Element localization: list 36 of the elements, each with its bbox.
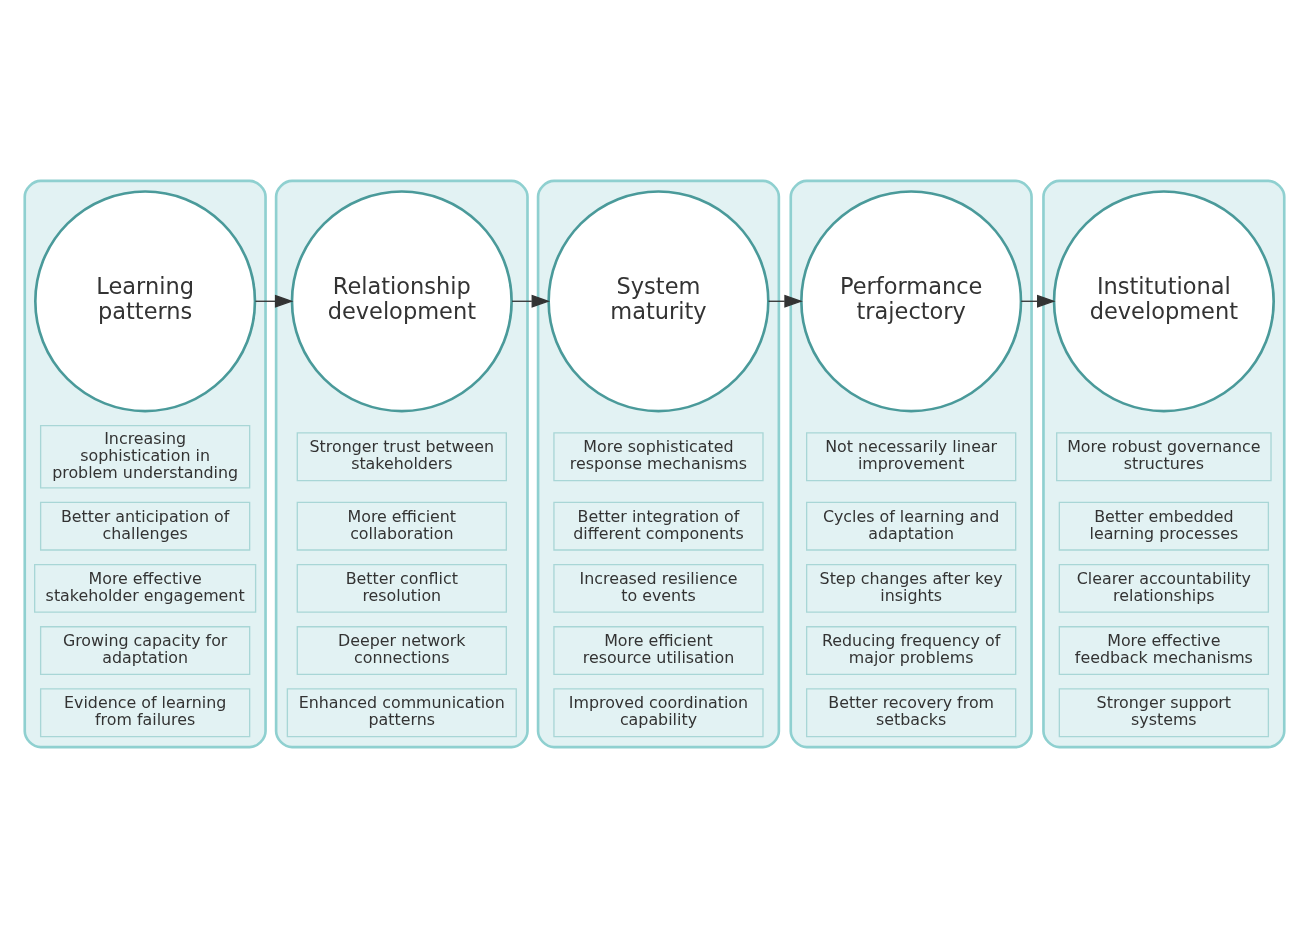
node-box: Better recovery from setbacks [806,687,1017,737]
node-circle: Performance trajectory [800,189,1023,412]
node-box: Stronger support systems [1058,687,1270,737]
node-box: More efficient resource utilisation [553,625,764,675]
cluster [23,179,267,748]
node-box: Cycles of learning and adaptation [806,501,1017,551]
cluster [536,179,781,748]
cluster [1042,179,1286,748]
node-box: Step changes after key insights [806,563,1017,613]
node-box: Clearer accountability relationships [1058,563,1270,613]
node-box: Growing capacity for adaptation [39,625,251,675]
arrow [254,294,294,308]
node-box: Enhanced communication patterns [286,687,517,737]
node-circle: Learning patterns [34,189,257,412]
node-box: More effective stakeholder engagement [34,563,257,613]
node-box: Better integration of different components [553,501,764,551]
node-box: More effective feedback mechanisms [1058,625,1270,675]
node-box: More sophisticated response mechanisms [553,431,764,481]
node-box: Better conflict resolution [296,563,507,613]
node-box: More robust governance structures [1056,431,1272,481]
node-circle: Institutional development [1052,189,1275,412]
node-box: Better embedded learning processes [1058,501,1270,551]
node-box: Stronger trust between stakeholders [296,431,507,481]
node-box: Increased resilience to events [553,563,764,613]
node-box: Evidence of learning from failures [39,687,251,737]
node-box: Increasing sophistication in problem understanding [39,424,251,488]
node-box: More efficient collaboration [296,501,507,551]
node-box: Reducing frequency of major problems [806,625,1017,675]
arrow [511,294,551,308]
cluster [789,179,1033,748]
node-circle: Relationship development [290,189,513,412]
node-box: Deeper network connections [296,625,507,675]
node-box: Better anticipation of challenges [39,501,251,551]
node-box: Improved coordination capability [553,687,764,737]
node-box: Not necessarily linear improvement [806,431,1017,481]
node-circle: System maturity [547,189,770,412]
